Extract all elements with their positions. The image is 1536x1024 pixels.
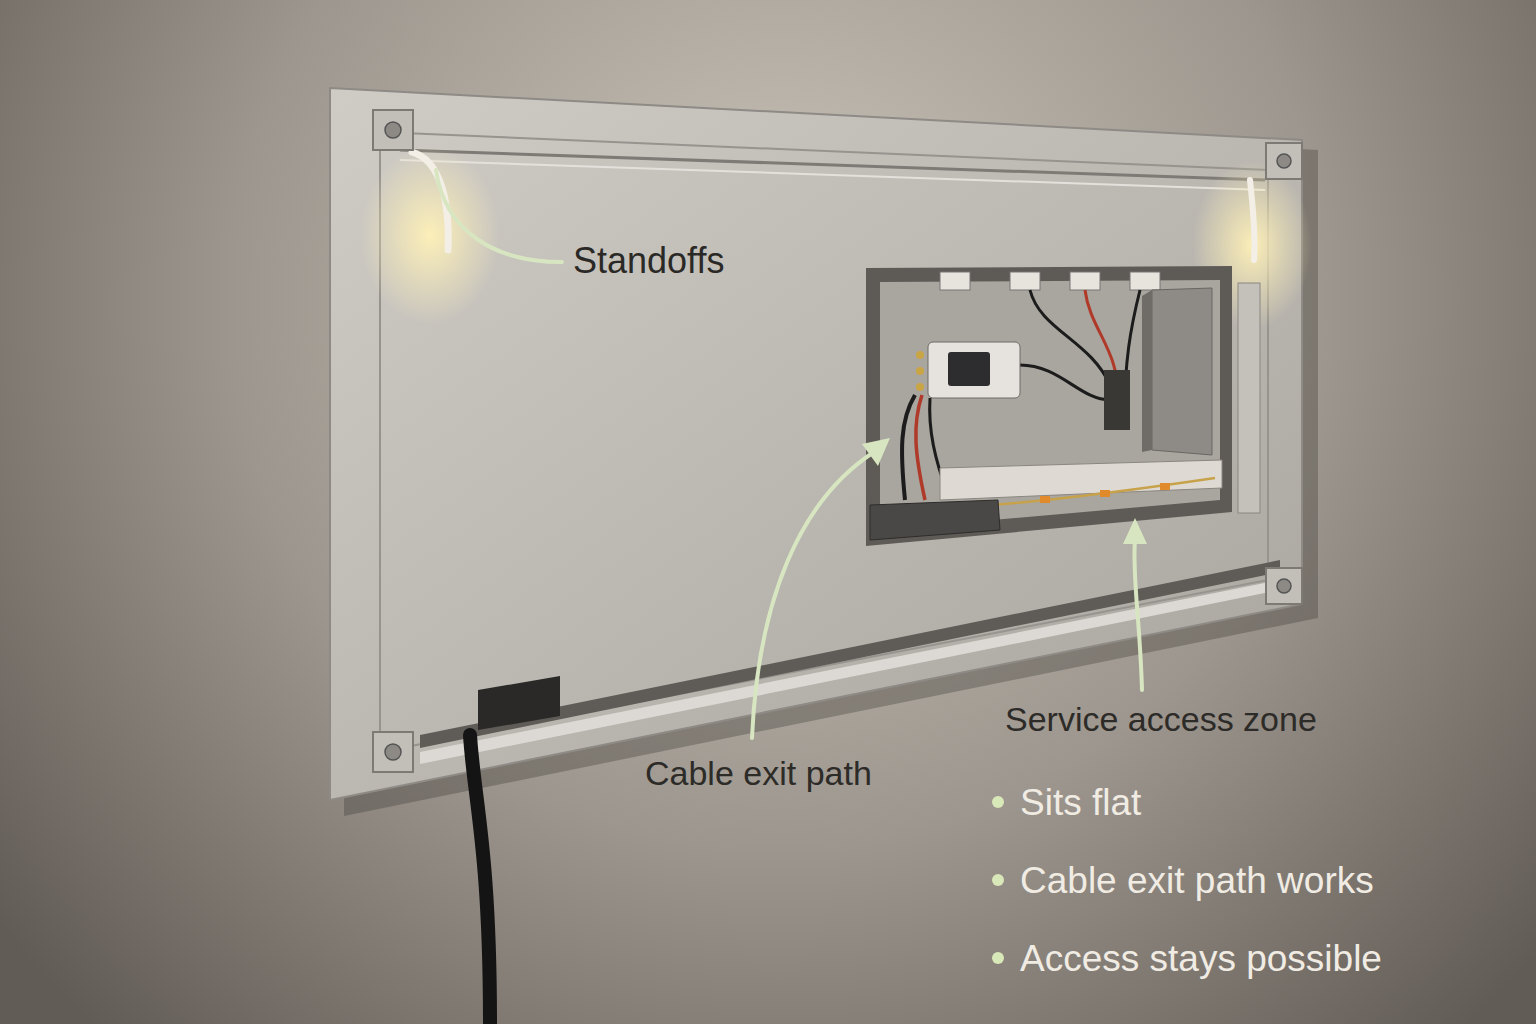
wire <box>902 395 915 500</box>
connector <box>916 367 924 375</box>
callout-label: Service access zone <box>1005 702 1317 736</box>
enclosure-side <box>1142 290 1152 452</box>
bullet-dot <box>992 796 1004 808</box>
power-strip <box>940 460 1222 500</box>
leader-arrow <box>1134 540 1142 690</box>
screw <box>385 122 401 138</box>
led-clip <box>1160 483 1170 490</box>
service-opening <box>866 266 1232 546</box>
outlet <box>940 272 970 290</box>
access-handle <box>1238 283 1260 513</box>
wire <box>1030 290 1110 385</box>
arrowhead <box>862 438 890 466</box>
screw <box>1277 154 1291 168</box>
bullet-dots <box>992 796 1004 964</box>
outlet <box>1130 272 1160 290</box>
callout-label: Cable exit path <box>645 756 872 790</box>
bullet-text: Sits flat <box>1020 784 1141 821</box>
outlet-row <box>940 272 1160 290</box>
enclosure-box <box>1152 288 1212 455</box>
device-screen <box>948 352 990 386</box>
arrowhead <box>1123 518 1147 544</box>
corner-brackets <box>373 110 1302 772</box>
connector <box>916 351 924 359</box>
bullet-text: Access stays possible <box>1020 940 1382 977</box>
corner-bracket <box>1266 568 1302 604</box>
cable-exit-slot <box>478 676 560 730</box>
screw <box>1277 579 1291 593</box>
screws <box>385 122 1291 760</box>
bullet-text: Cable exit path works <box>1020 862 1374 899</box>
power-cable <box>470 735 490 1024</box>
wire <box>1020 365 1110 400</box>
standoff-light <box>360 145 500 325</box>
bullet-dot <box>992 952 1004 964</box>
bottom-rail-highlight <box>420 580 1280 764</box>
bullet-dot <box>992 874 1004 886</box>
screw <box>385 744 401 760</box>
corner-bracket <box>1266 143 1302 179</box>
control-device <box>928 342 1020 398</box>
terminal-block <box>1104 370 1130 430</box>
connector <box>916 383 924 391</box>
outlet <box>1070 272 1100 290</box>
corner-bracket <box>373 110 413 150</box>
corner-bracket <box>373 732 413 772</box>
led-clip <box>1100 490 1110 497</box>
led-clip <box>1040 496 1050 503</box>
outlet <box>1010 272 1040 290</box>
standoff-rod <box>1250 180 1255 260</box>
top-rail-highlight <box>400 160 1265 190</box>
callout-label: Standoffs <box>573 243 724 279</box>
drive-unit <box>870 500 1000 540</box>
leader-arrow <box>752 452 874 738</box>
leader-lines <box>436 170 1142 738</box>
wall-panel <box>330 88 1302 800</box>
leader-line <box>436 170 562 262</box>
wire <box>916 395 925 500</box>
